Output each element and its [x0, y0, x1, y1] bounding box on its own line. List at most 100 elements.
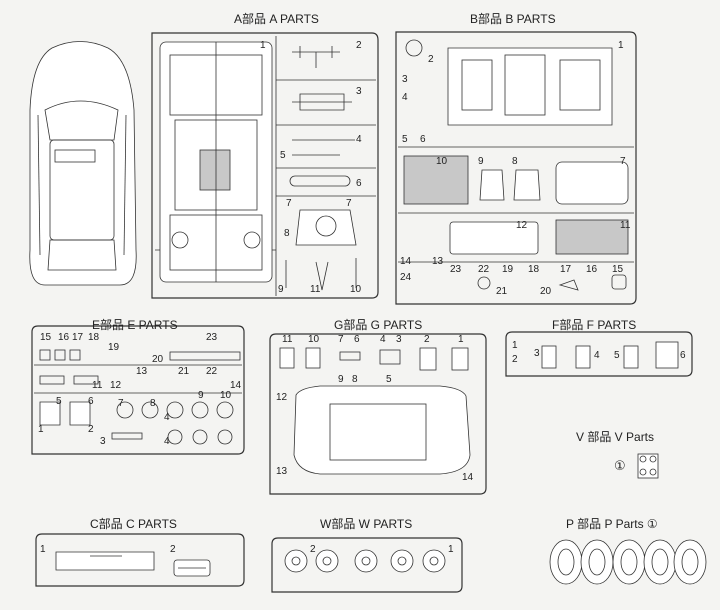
part-number: 1 — [260, 40, 266, 51]
part-number: 12 — [110, 380, 122, 391]
part-number: 5 — [614, 350, 620, 361]
sprue-g-frame — [269, 333, 487, 495]
part-number: 2 — [88, 424, 94, 435]
part-number: 4 — [402, 92, 408, 103]
part-number: 4 — [164, 412, 170, 423]
part-number: 8 — [284, 228, 290, 239]
part-number: 7 — [620, 156, 626, 167]
part-number: 23 — [206, 332, 218, 343]
sprue-v-title: V 部品 V Parts — [576, 430, 655, 444]
part-number: 5 — [56, 396, 62, 407]
part-number: 4 — [164, 436, 170, 447]
sprue-a-title: A部品 A PARTS — [234, 12, 319, 26]
part-number: 9 — [338, 374, 344, 385]
part-number: 19 — [502, 264, 514, 275]
part-number: 10 — [220, 390, 232, 401]
part-number: 17 — [560, 264, 572, 275]
part-number: 9 — [198, 390, 204, 401]
part-number: 11 — [92, 380, 103, 391]
tires — [549, 539, 707, 585]
sprue-g-parts — [279, 347, 471, 475]
part-number: 7 — [346, 198, 352, 209]
sprue-a-parts — [285, 46, 357, 291]
part-number: 20 — [152, 354, 164, 365]
part-number: 18 — [528, 264, 540, 275]
sprue-f-parts — [541, 341, 679, 369]
part-number: 1 — [618, 40, 624, 51]
part-number: 12 — [276, 392, 288, 403]
part-number: 11 — [310, 284, 321, 295]
part-number: 10 — [350, 284, 362, 295]
part-number: 5 — [386, 374, 392, 385]
part-number: 15 — [40, 332, 52, 343]
part-number: ① — [614, 458, 626, 473]
part-number: 1 — [40, 544, 46, 555]
part-number: 4 — [594, 350, 600, 361]
sprue-b-parts — [403, 39, 629, 291]
part-number: 2 — [428, 54, 434, 65]
part-number: 16 — [586, 264, 598, 275]
v-part-shape — [637, 453, 659, 479]
sprue-c-parts — [55, 551, 211, 577]
sprue-f-frame — [505, 331, 693, 377]
part-number: 2 — [310, 544, 316, 555]
part-number: 10 — [436, 156, 448, 167]
part-number: 8 — [150, 398, 156, 409]
part-number: 2 — [356, 40, 362, 51]
part-number: 3 — [100, 436, 106, 447]
part-number: 21 — [496, 286, 508, 297]
part-number: 22 — [478, 264, 490, 275]
part-number: 13 — [136, 366, 148, 377]
part-number: 16 — [58, 332, 70, 343]
part-number: 11 — [620, 220, 631, 231]
part-number: 15 — [612, 264, 624, 275]
part-number: 3 — [356, 86, 362, 97]
part-number: 6 — [356, 178, 362, 189]
car-top-view — [29, 41, 137, 286]
part-number: 6 — [420, 134, 426, 145]
part-number: 23 — [450, 264, 462, 275]
part-number: 5 — [402, 134, 408, 145]
sprue-a-frame — [151, 32, 379, 299]
sprue-p-title: P 部品 P Parts ① — [566, 517, 658, 531]
part-number: 5 — [280, 150, 286, 161]
part-number: 3 — [396, 334, 402, 345]
part-number: 18 — [88, 332, 100, 343]
part-number: 1 — [38, 424, 44, 435]
sprue-f-title: F部品 F PARTS — [552, 318, 637, 332]
part-number: 20 — [540, 286, 552, 297]
sprue-w-title: W部品 W PARTS — [320, 517, 413, 531]
part-number: 7 — [118, 398, 124, 409]
part-number: 14 — [400, 256, 412, 267]
sprue-b-title: B部品 B PARTS — [470, 12, 556, 26]
sprue-e-title: E部品 E PARTS — [92, 318, 178, 332]
chassis-floor-pan — [159, 41, 273, 283]
part-number: 1 — [458, 334, 464, 345]
part-number: 19 — [108, 342, 120, 353]
part-number: 14 — [230, 380, 242, 391]
part-number: 2 — [170, 544, 176, 555]
part-number: 6 — [88, 396, 94, 407]
part-number: 1 — [448, 544, 454, 555]
part-number: 7 — [286, 198, 292, 209]
part-number: 4 — [380, 334, 386, 345]
part-number: 13 — [276, 466, 288, 477]
sprue-w-frame — [271, 537, 463, 593]
part-number: 13 — [432, 256, 444, 267]
part-number: 6 — [680, 350, 686, 361]
sprue-e-frame — [31, 325, 245, 455]
part-number: 8 — [352, 374, 358, 385]
sprue-c-title: C部品 C PARTS — [90, 517, 177, 531]
sprue-e-parts — [39, 349, 241, 445]
part-number: 11 — [282, 334, 293, 345]
part-number: 24 — [400, 272, 412, 283]
part-number: 4 — [356, 134, 362, 145]
part-number: 8 — [512, 156, 518, 167]
part-number: 14 — [462, 472, 474, 483]
part-number: 3 — [534, 348, 540, 359]
part-number: 3 — [402, 74, 408, 85]
part-number: 2 — [424, 334, 430, 345]
sprue-c-frame — [35, 533, 245, 587]
part-number: 21 — [178, 366, 190, 377]
